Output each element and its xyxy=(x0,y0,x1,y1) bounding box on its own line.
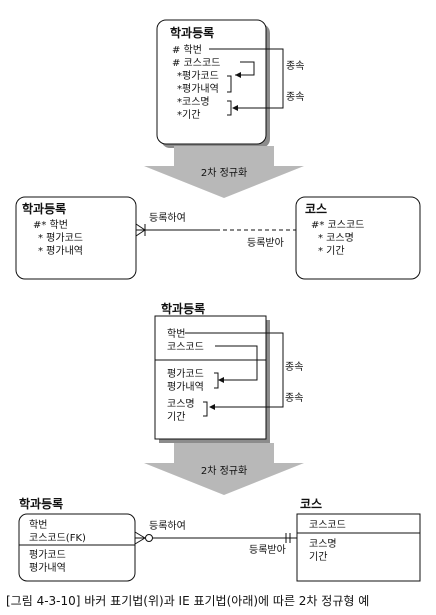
top-main-attr: *평가내역 xyxy=(177,83,219,95)
top-left-attr: #* 학번 xyxy=(33,219,68,231)
bottom-main-entity-title: 학과등록 xyxy=(161,301,205,316)
top-right-attr: * 기간 xyxy=(318,245,345,257)
top-dep-arrowhead xyxy=(232,105,238,111)
top-right-attr: * 코스명 xyxy=(318,232,354,244)
bottom-dep-label: 종속 xyxy=(285,392,303,404)
bottom-rel-label-left: 등록하여 xyxy=(149,519,186,532)
bottom-relationship xyxy=(134,531,297,545)
top-right-attr: #* 코스코드 xyxy=(311,219,364,231)
top-left-entity xyxy=(15,196,137,280)
bottom-right-entity-title: 코스 xyxy=(300,497,322,511)
top-left-attr: * 평가내역 xyxy=(38,245,83,257)
top-left-entity-title: 학과등록 xyxy=(22,201,66,216)
bottom-dep-label: 종속 xyxy=(285,361,303,373)
top-dep-label: 종속 xyxy=(286,60,304,72)
bottom-left-key-attr: 학번 xyxy=(29,519,47,531)
bottom-right-key-attr: 코스코드 xyxy=(309,519,346,531)
top-main-attr: # 코스코드 xyxy=(172,57,220,69)
bottom-dep-arrowhead xyxy=(209,404,215,410)
top-main-attr: *코스명 xyxy=(177,96,210,108)
bottom-right-attr: 기간 xyxy=(309,551,327,563)
bottom-main-attr: 코스명 xyxy=(167,398,195,410)
bottom-main-attr: 평가코드 xyxy=(167,368,204,380)
bottom-left-key-attr: 코스코드(FK) xyxy=(29,532,86,544)
bottom-arrow-label: 2차 정규화 xyxy=(201,465,247,477)
top-dependency-lines xyxy=(209,48,284,116)
top-left-attr: * 평가코드 xyxy=(38,232,83,244)
bottom-main-attr: 평가내역 xyxy=(167,381,204,393)
bottom-main-key-attr: 학번 xyxy=(167,328,185,340)
top-rel-label-right: 등록받아 xyxy=(247,237,284,249)
normalization-arrow xyxy=(144,146,304,198)
bottom-main-entity xyxy=(154,315,267,440)
top-main-attr: *기간 xyxy=(177,109,200,121)
top-main-entity-title: 학과등록 xyxy=(170,25,214,40)
bottom-left-attr: 평가코드 xyxy=(29,549,66,561)
top-right-entity-title: 코스 xyxy=(305,202,327,216)
bottom-left-attr: 평가내역 xyxy=(29,562,66,574)
bottom-rel-label-right: 등록받아 xyxy=(249,544,286,556)
top-arrow-label: 2차 정규화 xyxy=(201,167,247,179)
top-dep-arrowhead xyxy=(235,72,241,78)
bottom-main-attr: 기간 xyxy=(167,411,185,423)
top-main-attr: # 학번 xyxy=(172,44,202,56)
bottom-dep-arrowhead xyxy=(218,377,224,383)
bottom-left-entity xyxy=(18,513,136,582)
bottom-right-attr: 코스명 xyxy=(309,538,337,550)
normalization-arrow xyxy=(144,443,304,495)
top-rel-label-left: 등록하여 xyxy=(149,211,186,224)
top-dep-label: 종속 xyxy=(286,91,304,103)
top-main-attr: *평가코드 xyxy=(177,70,219,82)
top-relationship xyxy=(135,223,296,237)
top-main-entity xyxy=(156,19,267,145)
bottom-dependency-lines xyxy=(185,332,284,417)
bottom-right-entity xyxy=(296,513,421,582)
top-right-entity xyxy=(295,196,421,280)
bottom-left-entity-title: 학과등록 xyxy=(19,496,63,511)
bottom-main-key-attr: 코스코드 xyxy=(167,341,204,353)
figure-caption: [그림 4-3-10] 바커 표기법(위)과 IE 표기법(아래)에 따른 2차… xyxy=(6,594,370,608)
